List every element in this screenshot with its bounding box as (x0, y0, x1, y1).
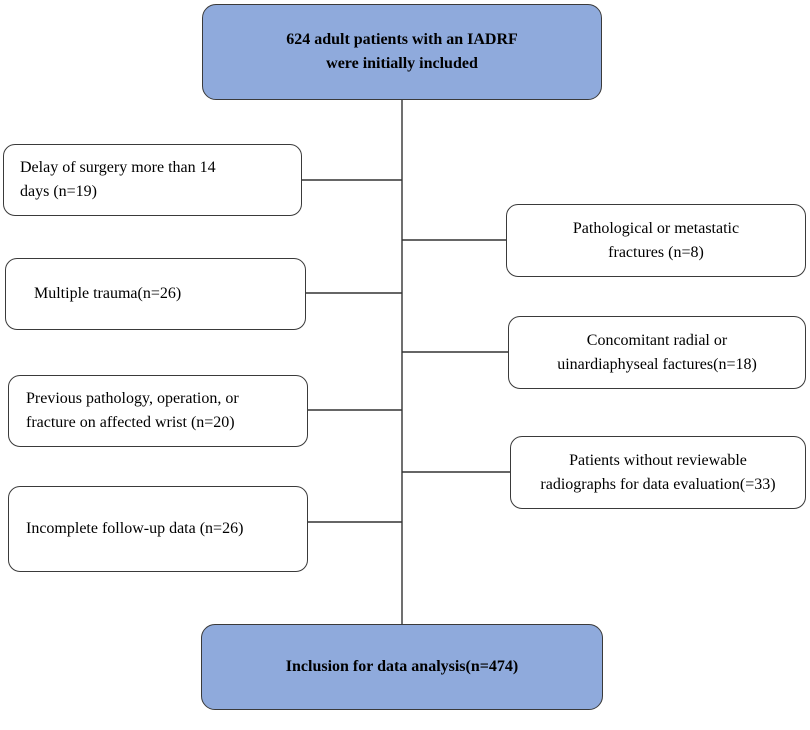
exclusion-text-concomitant-fractures: Concomitant radial or uinardiaphyseal fa… (557, 331, 757, 373)
exclusion-box-multiple-trauma: Multiple trauma(n=26) (5, 258, 306, 330)
exclusion-box-concomitant-fractures: Concomitant radial or uinardiaphyseal fa… (508, 316, 806, 389)
exclusion-text-incomplete-followup: Incomplete follow-up data (n=26) (26, 520, 244, 537)
inclusion-analysis-text: Inclusion for data analysis(n=474) (285, 658, 519, 675)
exclusion-text-delay-of-surgery: Delay of surgery more than 14 days (n=19… (20, 159, 216, 200)
exclusion-text-multiple-trauma: Multiple trauma(n=26) (34, 285, 182, 302)
exclusion-box-previous-pathology: Previous pathology, operation, or fractu… (8, 375, 308, 447)
inclusion-analysis-box: Inclusion for data analysis(n=474) (201, 624, 603, 710)
exclusion-text-pathological-fractures: Pathological or metastatic fractures (n=… (572, 219, 740, 261)
exclusion-text-no-radiographs: Patients without reviewable radiographs … (540, 451, 776, 493)
initial-patients-text: 624 adult patients with an IADRF were in… (286, 31, 518, 72)
exclusion-box-pathological-fractures: Pathological or metastatic fractures (n=… (506, 204, 806, 277)
exclusion-box-incomplete-followup: Incomplete follow-up data (n=26) (8, 486, 308, 572)
exclusion-box-no-radiographs: Patients without reviewable radiographs … (510, 436, 806, 509)
initial-patients-box: 624 adult patients with an IADRF were in… (202, 4, 602, 100)
exclusion-text-previous-pathology: Previous pathology, operation, or fractu… (26, 390, 239, 431)
exclusion-box-delay-of-surgery: Delay of surgery more than 14 days (n=19… (3, 144, 302, 216)
